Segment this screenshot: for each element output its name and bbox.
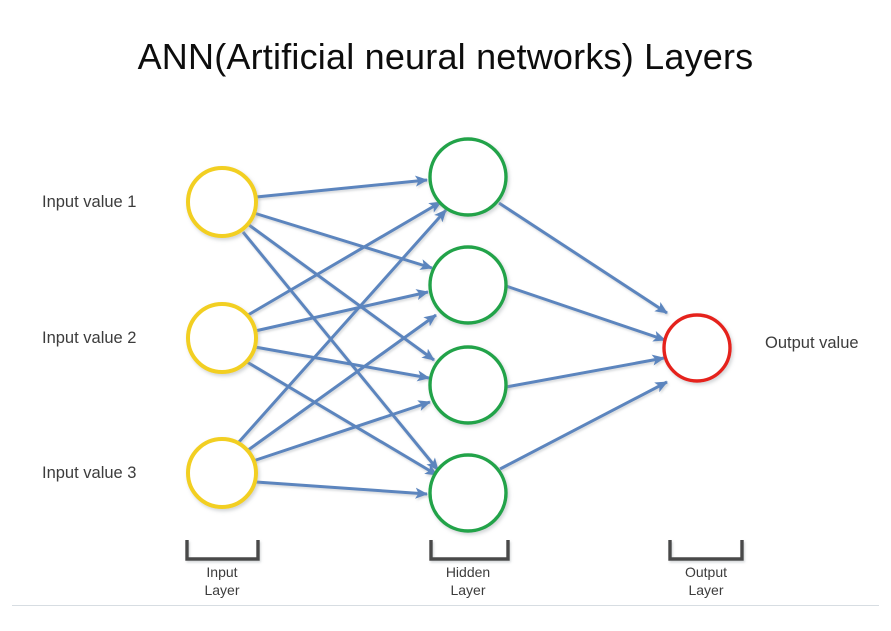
edge-i3-h4 xyxy=(255,480,429,499)
page-title: ANN(Artificial neural networks) Layers xyxy=(137,36,754,77)
bracket-output-layer xyxy=(668,540,744,561)
edge-i2-h2 xyxy=(254,289,429,333)
input-layer-caption-line1: Input xyxy=(206,564,238,580)
edge-i1-h1 xyxy=(255,175,429,199)
edge-i2-h4 xyxy=(246,360,438,477)
edge-i3-h3 xyxy=(249,400,431,464)
input-node-3[interactable] xyxy=(186,437,258,509)
edge-i3-h1 xyxy=(236,209,448,444)
input-value-3-label: Input value 3 xyxy=(42,464,137,482)
input-node-1[interactable] xyxy=(186,166,258,238)
input-value-1-label: Input value 1 xyxy=(42,193,137,211)
edge-h1-o1 xyxy=(498,201,668,315)
hidden-layer-caption-line2: Layer xyxy=(450,582,486,598)
bracket-input-layer xyxy=(185,540,260,561)
hidden-layer-caption-line1: Hidden xyxy=(445,564,491,580)
bracket-hidden-layer xyxy=(429,540,510,561)
output-value-label: Output value xyxy=(765,334,859,352)
edge-h2-o1 xyxy=(505,284,666,342)
edge-i1-h4 xyxy=(241,231,440,471)
hidden-node-1[interactable] xyxy=(428,137,508,217)
output-node-1[interactable] xyxy=(662,313,732,383)
node-group-hidden xyxy=(428,137,508,533)
hidden-layer-caption: Hidden Layer xyxy=(403,563,533,599)
output-layer-caption: Output Layer xyxy=(641,563,771,599)
input-node-2[interactable] xyxy=(186,302,258,374)
edge-i1-h3 xyxy=(248,223,435,362)
input-layer-caption: Input Layer xyxy=(157,563,287,599)
bottom-divider xyxy=(12,605,879,606)
hidden-node-3[interactable] xyxy=(428,345,508,425)
output-layer-caption-line2: Layer xyxy=(688,582,724,598)
output-layer-caption-line1: Output xyxy=(684,564,728,580)
layer-bracket-group xyxy=(185,540,744,561)
hidden-node-2[interactable] xyxy=(428,245,508,325)
edge-i3-h2 xyxy=(243,313,437,455)
node-group-output xyxy=(662,313,732,383)
edge-group-hidden-to-output xyxy=(498,201,668,471)
edge-h3-o1 xyxy=(505,354,665,389)
edge-group-input-to-hidden xyxy=(236,175,448,499)
hidden-node-4[interactable] xyxy=(428,453,508,533)
edge-i2-h1 xyxy=(247,200,442,317)
input-value-2-label: Input value 2 xyxy=(42,329,137,347)
input-layer-caption-line2: Layer xyxy=(204,582,240,598)
node-group-input xyxy=(186,166,258,509)
edge-i2-h3 xyxy=(254,345,430,382)
edge-h4-o1 xyxy=(499,380,668,471)
